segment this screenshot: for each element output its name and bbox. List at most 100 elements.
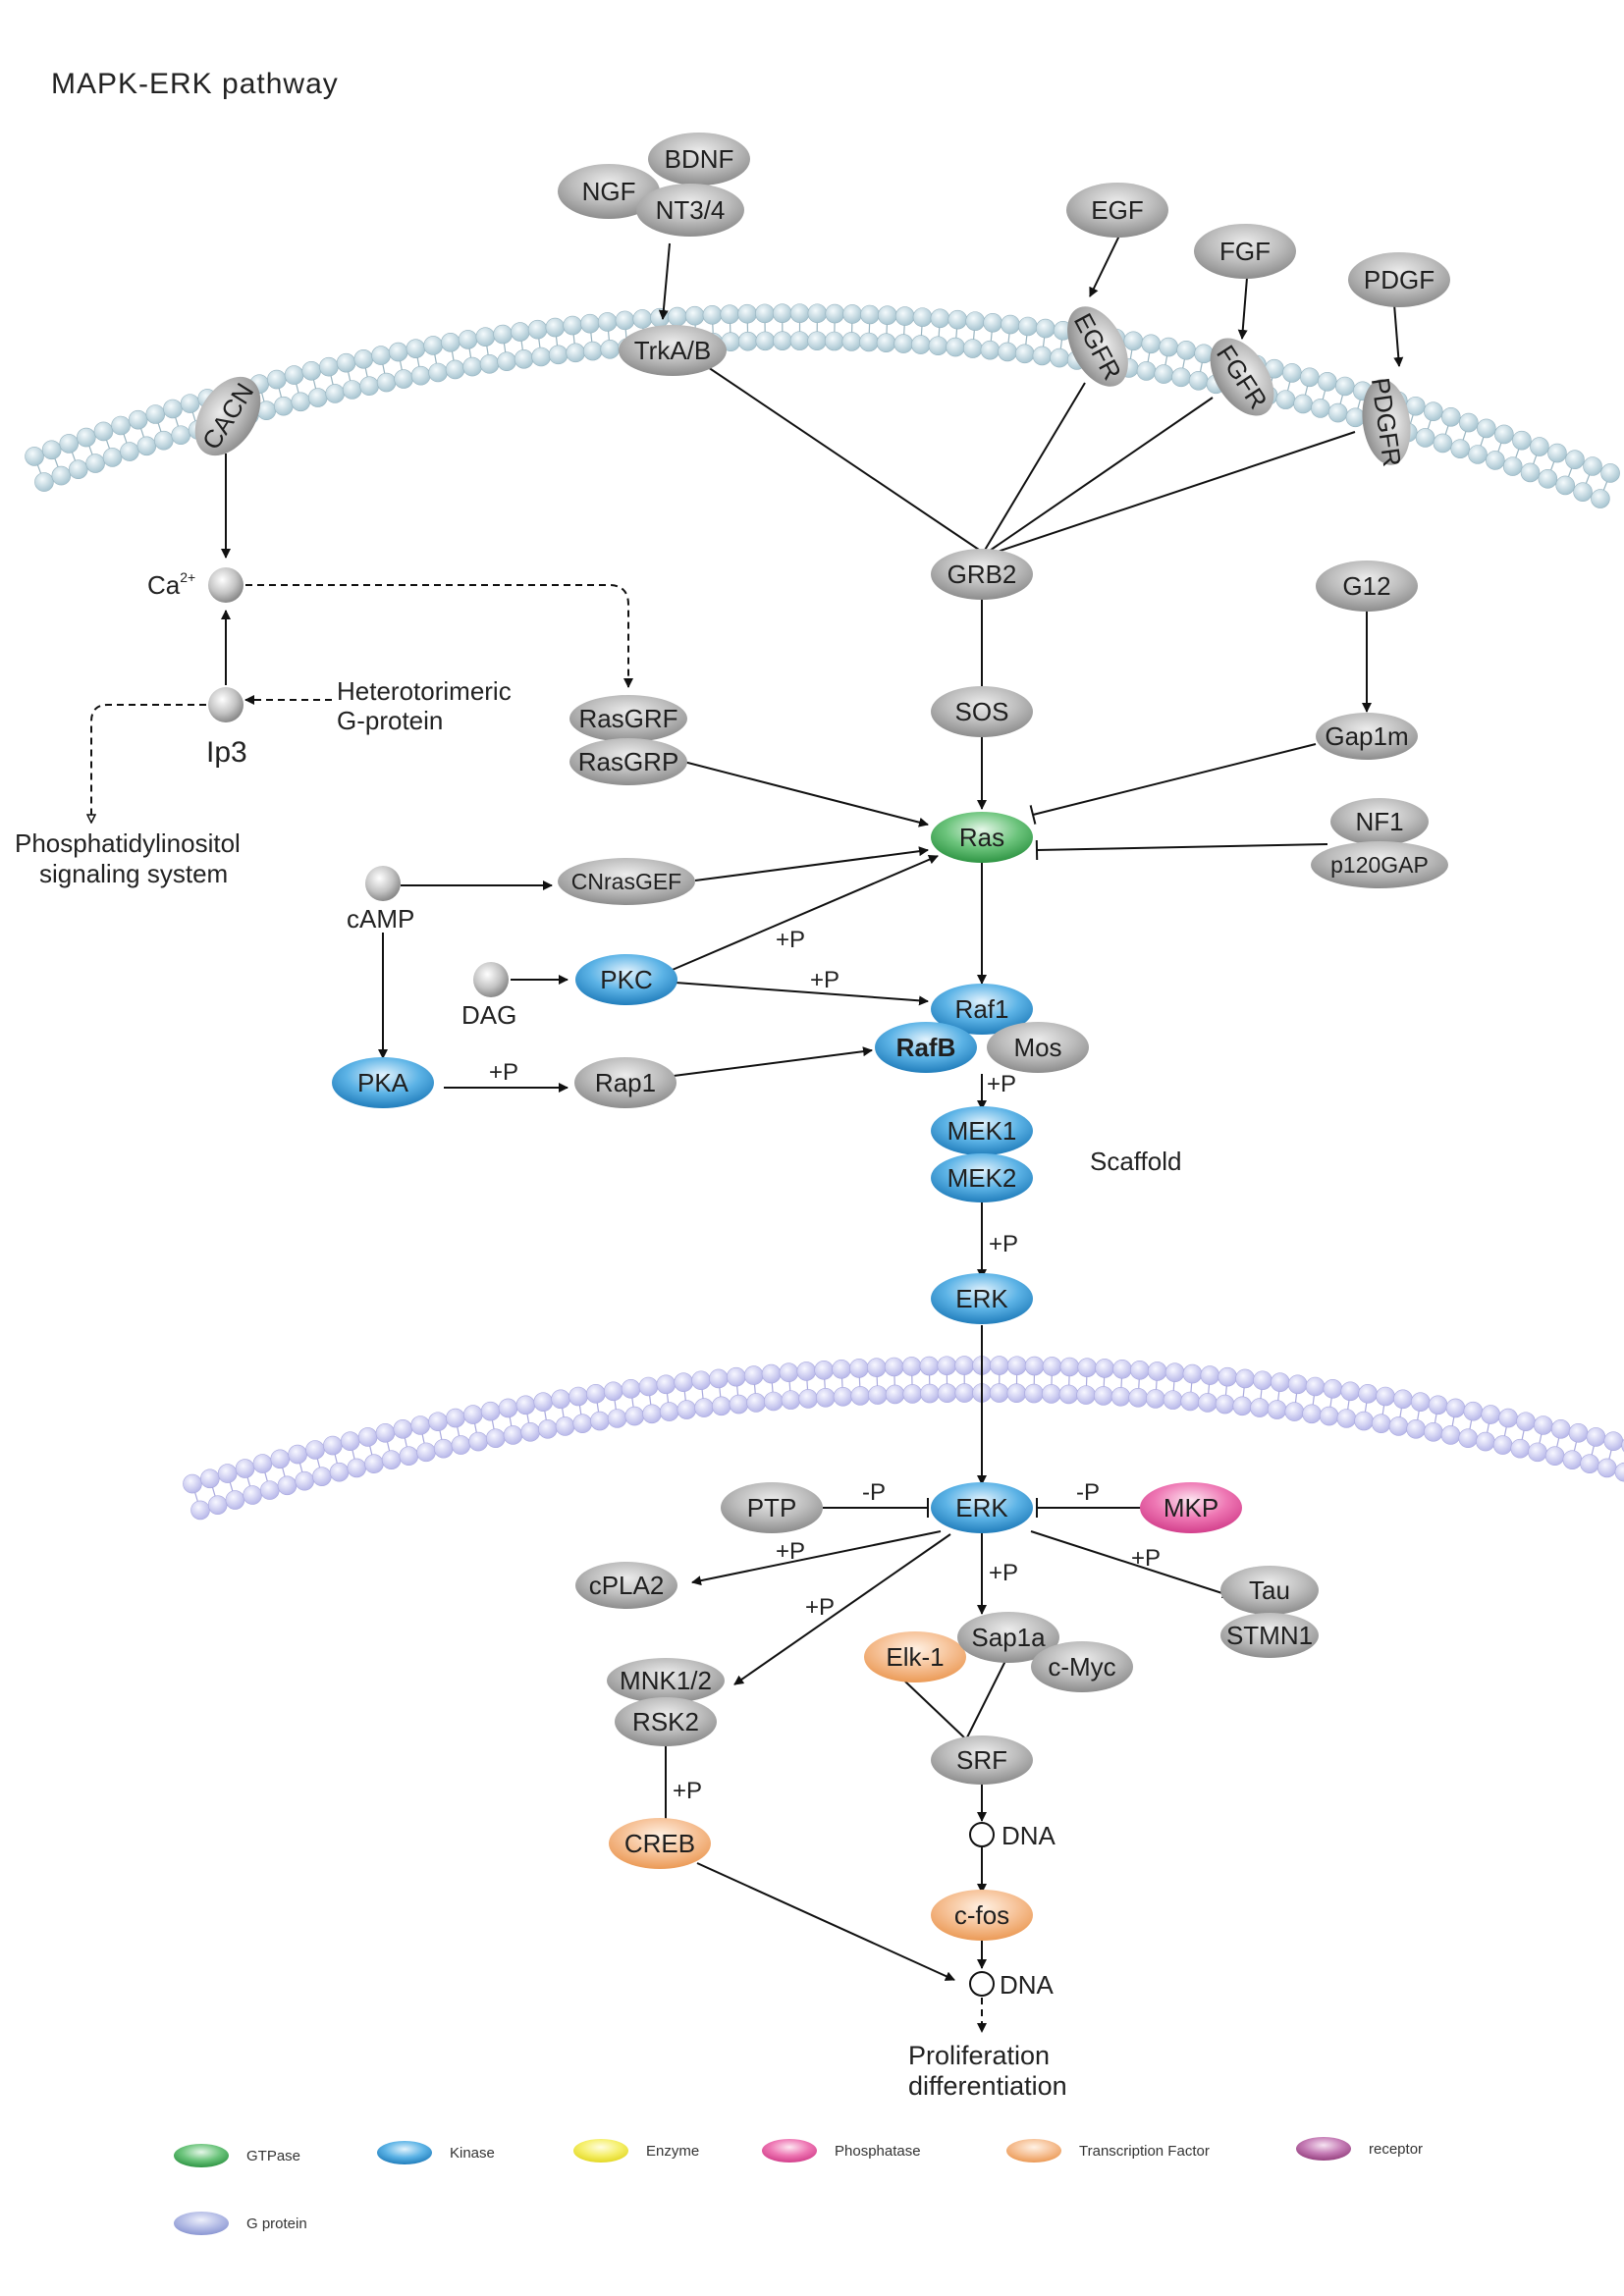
node-trkab[interactable]: TrkA/B xyxy=(619,325,727,376)
node-shape xyxy=(615,1697,717,1746)
edge-pkc-ras xyxy=(667,854,939,973)
node-nf1[interactable]: NF1 xyxy=(1330,798,1429,845)
node-cnrasgef[interactable]: CNrasGEF xyxy=(558,858,695,905)
lipid-head xyxy=(1544,1446,1565,1467)
node-rap1[interactable]: Rap1 xyxy=(574,1057,677,1108)
lipid-head xyxy=(912,307,933,327)
edge-ip3-phos xyxy=(91,704,206,823)
node-cacn[interactable]: CACN xyxy=(182,365,274,467)
node-erk-nuc[interactable]: ERK xyxy=(931,1482,1033,1533)
lipid-head xyxy=(1463,1401,1484,1421)
lipid-head xyxy=(1468,445,1488,464)
lipid-head xyxy=(364,1454,384,1474)
node-creb[interactable]: CREB xyxy=(609,1818,711,1869)
node-rasgrp[interactable]: RasGRP xyxy=(569,738,687,785)
node-grb2[interactable]: GRB2 xyxy=(931,549,1033,600)
node-elk1[interactable]: Elk-1 xyxy=(864,1631,966,1682)
lipid-head xyxy=(1059,1357,1080,1377)
node-shape xyxy=(1031,1641,1133,1692)
phosphatidylinositol-label-1: Phosphatidylinositol xyxy=(15,828,241,858)
phosphatidylinositol-label-2: signaling system xyxy=(39,859,228,888)
node-tau[interactable]: Tau xyxy=(1220,1566,1319,1615)
node-gap1m[interactable]: Gap1m xyxy=(1316,713,1418,760)
node-egf[interactable]: EGF xyxy=(1066,183,1168,238)
lipid-head xyxy=(825,303,845,324)
lipid-head xyxy=(1597,1458,1617,1478)
node-ngf[interactable]: NGF xyxy=(558,164,660,219)
lipid-head xyxy=(773,331,792,350)
lipid-head xyxy=(1520,462,1541,483)
node-ras[interactable]: Ras xyxy=(931,812,1033,863)
proliferation-label-1: Proliferation xyxy=(908,2041,1050,2070)
node-label: FGF xyxy=(1219,237,1271,266)
node-pka[interactable]: PKA xyxy=(332,1057,434,1108)
lipid-head xyxy=(225,1490,245,1510)
lipid-head xyxy=(1565,450,1585,469)
node-mnk12[interactable]: MNK1/2 xyxy=(607,1658,725,1703)
node-rsk2[interactable]: RSK2 xyxy=(615,1697,717,1746)
lipid-head xyxy=(475,327,496,347)
lipid-head xyxy=(1180,1391,1201,1412)
node-g12[interactable]: G12 xyxy=(1316,561,1418,612)
label-pka-rap1-p: +P xyxy=(489,1059,518,1086)
legend-swatch xyxy=(762,2139,817,2163)
node-mek2[interactable]: MEK2 xyxy=(931,1153,1033,1202)
lipid-head xyxy=(807,331,827,351)
edges xyxy=(91,235,1404,2033)
camp-molecule xyxy=(365,866,401,901)
label-mkp-erk-minus-p: -P xyxy=(1076,1479,1100,1506)
node-cpla2[interactable]: cPLA2 xyxy=(575,1562,677,1609)
node-cfos[interactable]: c-fos xyxy=(931,1890,1033,1941)
lipid-head xyxy=(353,349,374,369)
lipid-head xyxy=(515,1395,536,1415)
node-srf[interactable]: SRF xyxy=(931,1735,1033,1785)
lipid-head xyxy=(983,312,1002,333)
node-sap1a[interactable]: Sap1a xyxy=(957,1612,1059,1663)
lipid-head xyxy=(394,369,413,389)
lipid-head xyxy=(603,1381,623,1402)
lipid-head xyxy=(954,1383,975,1403)
node-shape xyxy=(1316,713,1418,760)
lipid-head xyxy=(171,425,191,446)
lipid-head xyxy=(566,343,585,363)
node-ptp[interactable]: PTP xyxy=(721,1482,823,1533)
lipid-head xyxy=(894,306,915,326)
lipid-head xyxy=(1001,314,1020,335)
edge-trka-grb2 xyxy=(701,362,983,553)
node-mos[interactable]: Mos xyxy=(987,1022,1089,1073)
node-pdgf[interactable]: PDGF xyxy=(1348,252,1450,307)
node-mkp[interactable]: MKP xyxy=(1140,1482,1242,1533)
label-erk-mnk-p: +P xyxy=(805,1594,835,1621)
edge-pkc-raf1 xyxy=(675,982,929,1006)
legend-swatch xyxy=(573,2139,628,2163)
node-rasgrf[interactable]: RasGRF xyxy=(569,695,687,742)
lipid-head xyxy=(527,319,548,340)
node-mek1[interactable]: MEK1 xyxy=(931,1106,1033,1155)
node-rafb[interactable]: RafB xyxy=(875,1022,977,1073)
node-raf1[interactable]: Raf1 xyxy=(931,984,1033,1035)
lipid-head xyxy=(954,1356,974,1375)
node-stmn1[interactable]: STMN1 xyxy=(1220,1613,1319,1658)
ip3-molecule xyxy=(208,687,244,722)
node-shape xyxy=(569,738,687,785)
node-fgf[interactable]: FGF xyxy=(1194,224,1296,279)
lipid-head xyxy=(962,339,983,358)
node-bdnf[interactable]: BDNF xyxy=(648,133,750,186)
node-sos[interactable]: SOS xyxy=(931,686,1033,737)
lipid-head xyxy=(128,409,148,430)
lipid-head xyxy=(876,333,896,353)
node-nt34[interactable]: NT3/4 xyxy=(636,184,744,237)
node-label: TrkA/B xyxy=(634,336,711,365)
node-pkc[interactable]: PKC xyxy=(575,954,677,1005)
lipid-head xyxy=(511,322,530,342)
lipid-head xyxy=(1130,1361,1150,1380)
lipid-head xyxy=(668,306,687,327)
node-p120gap[interactable]: p120GAP xyxy=(1311,841,1448,888)
lipid-head xyxy=(1336,1409,1357,1428)
node-fgfr[interactable]: FGFR xyxy=(1197,327,1287,427)
edge-fgfr-grb2 xyxy=(986,397,1214,554)
lipid-head xyxy=(480,1401,501,1421)
node-erk-cyto[interactable]: ERK xyxy=(931,1273,1033,1324)
node-cmyc[interactable]: c-Myc xyxy=(1031,1641,1133,1692)
lipid-head xyxy=(1424,401,1443,421)
